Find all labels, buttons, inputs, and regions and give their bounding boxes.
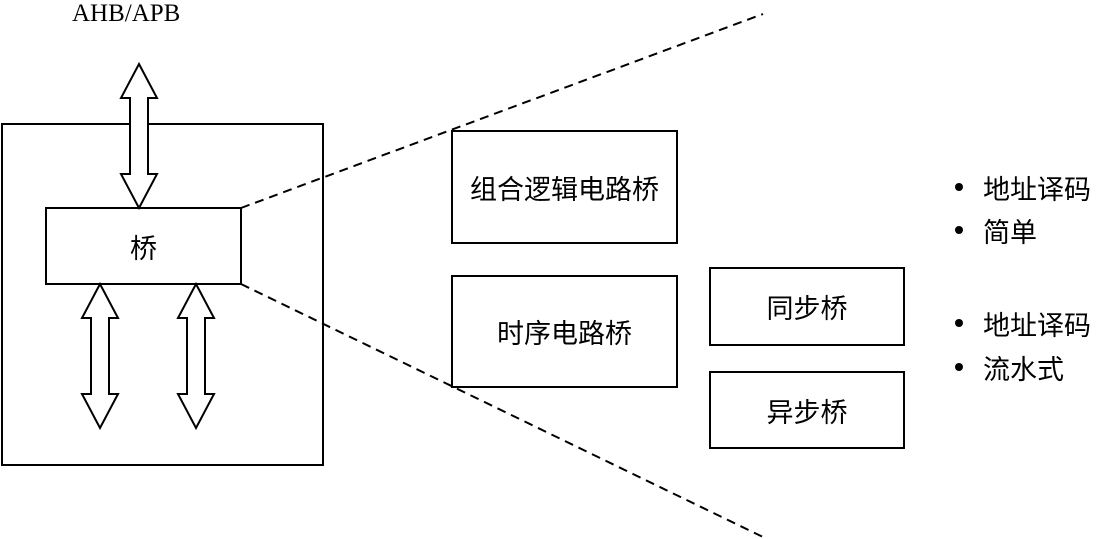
async-bridge-label: 异步桥 [766,397,848,429]
bullet-icon [955,363,963,371]
bullet-icon [955,183,963,191]
note-text: 地址译码 [983,310,1091,342]
combinational-note-item: 简单 [955,210,1037,250]
combinational-bridge-label: 组合逻辑电路桥 [470,174,659,206]
bullet-icon [955,319,963,327]
combinational-bridge-box [451,130,678,244]
bullet-icon [955,226,963,234]
bus-double-arrow [119,61,159,211]
sequential-note-item: 地址译码 [955,303,1091,343]
sync-bridge-label: 同步桥 [766,294,848,325]
sequential-bridge-box [451,275,678,388]
note-text: 简单 [983,217,1037,249]
sync-bridge-box [709,267,905,346]
sequential-note-item: 流水式 [955,347,1064,387]
zoom-line-top [240,13,764,209]
left-double-arrow [80,281,120,431]
sequential-bridge-label: 时序电路桥 [497,319,632,350]
bus-label: AHB/APB [72,0,181,27]
combinational-note-item: 地址译码 [955,167,1091,207]
right-double-arrow [176,281,216,431]
async-bridge-box [709,371,905,449]
bridge-box [45,207,242,285]
note-text: 地址译码 [983,174,1091,206]
bridge-label: 桥 [130,233,157,265]
note-text: 流水式 [983,354,1064,386]
zoom-line-bottom [240,283,764,538]
outer-system-box [1,123,324,466]
